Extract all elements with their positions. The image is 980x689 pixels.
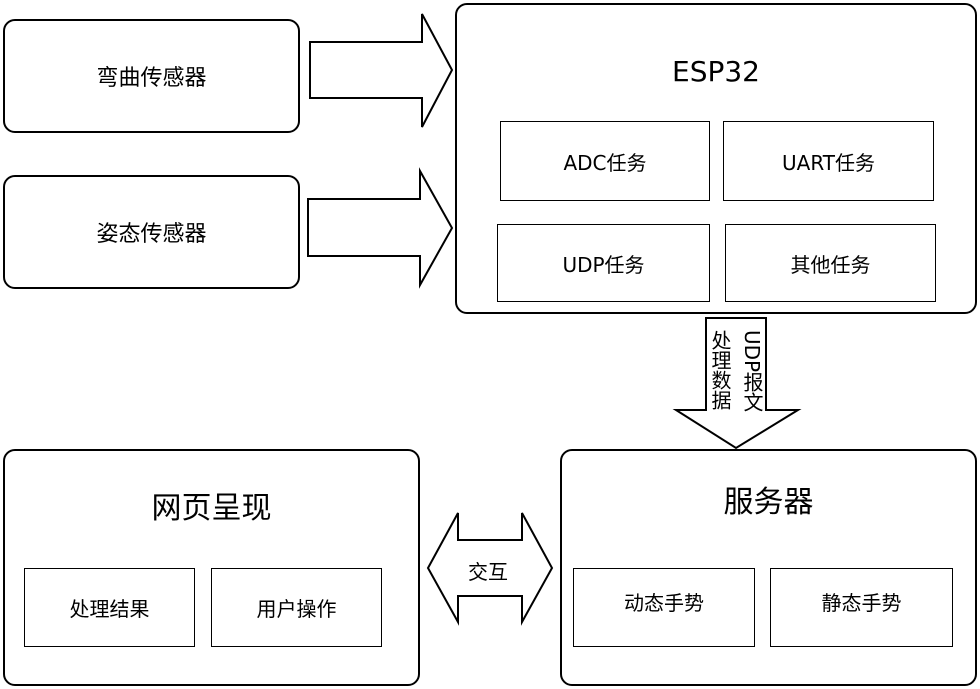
task-label: 其他任务 [790,252,871,277]
server-item-label: 静态手势 [821,591,902,615]
web-item-label: 处理结果 [69,597,150,621]
arrow-attitude-to-esp32 [307,167,454,289]
task-label: ADC任务 [563,150,647,175]
server-item-label: 动态手势 [624,591,704,615]
attitude-sensor-box: 姿态传感器 [3,175,300,289]
arrow-bend-to-esp32 [309,13,454,128]
interaction-label: 交互 [468,560,508,584]
server-title: 服务器 [723,485,814,520]
esp32-task-uart: UART任务 [723,121,934,201]
server-item-static: 静态手势 [770,568,953,647]
arrow-esp32-to-server [672,317,802,450]
udp-label-line2: 处理数据 [708,330,732,410]
esp32-task-other: 其他任务 [725,224,936,302]
attitude-sensor-label: 姿态传感器 [96,222,207,247]
udp-label-line1: UDP报文 [740,330,764,413]
task-label: UDP任务 [562,252,645,277]
web-title: 网页呈现 [151,491,272,526]
web-item-label: 用户操作 [256,597,337,621]
server-item-dynamic: 动态手势 [573,568,755,647]
bend-sensor-label: 弯曲传感器 [96,66,207,91]
esp32-task-udp: UDP任务 [497,224,710,302]
esp32-task-adc: ADC任务 [500,121,710,201]
web-item-results: 处理结果 [24,568,195,647]
task-label: UART任务 [782,150,875,175]
web-item-user-ops: 用户操作 [211,568,382,647]
bend-sensor-box: 弯曲传感器 [3,19,300,133]
server-box: 服务器 [560,449,977,686]
arrow-web-server-interaction [426,512,554,626]
esp32-title: ESP32 [672,55,760,88]
